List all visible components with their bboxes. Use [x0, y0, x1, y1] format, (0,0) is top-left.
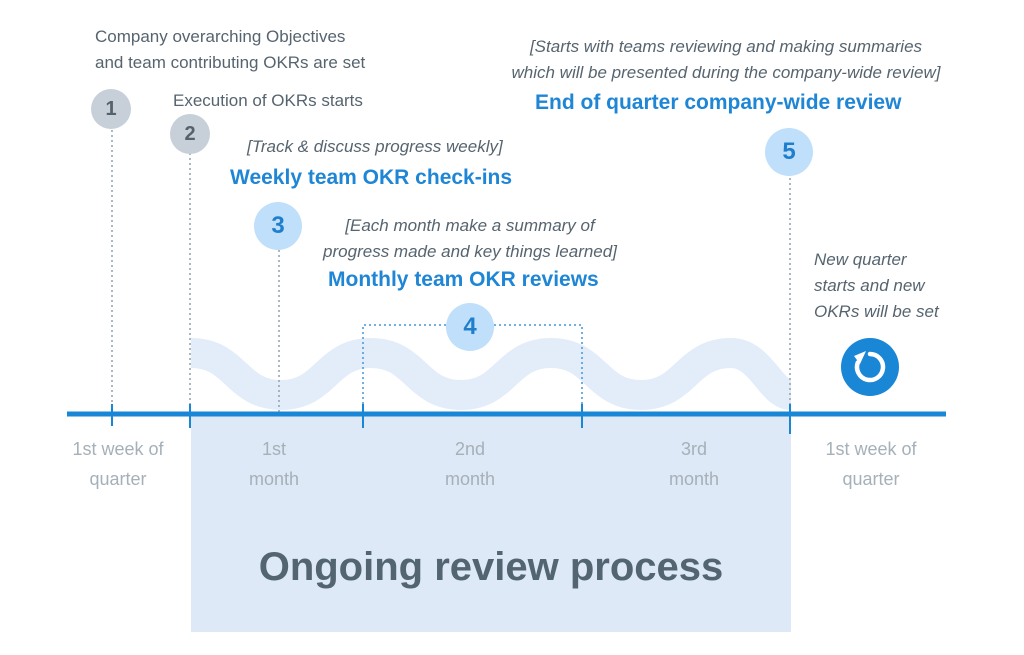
step4-note-line1: [Each month make a summary of: [345, 216, 595, 235]
step4-note-line2: progress made and key things learned]: [323, 242, 617, 261]
new-quarter-line2: starts and new: [814, 276, 925, 295]
axis-label-month3-line2: month: [668, 469, 720, 489]
refresh-icon: [841, 338, 899, 396]
step2-badge: 2: [170, 114, 210, 154]
step2-text: Execution of OKRs starts: [173, 91, 363, 110]
axis-label-month1-line2: month: [248, 469, 300, 489]
axis-label-month2-line1: 2nd: [454, 439, 486, 459]
ongoing-review-band: [191, 414, 791, 632]
step4-badge: 4: [446, 303, 494, 351]
axis-label-first-week-end-line2: quarter: [842, 469, 900, 489]
step3-note: [Track & discuss progress weekly]: [247, 137, 503, 156]
progress-wave: [189, 337, 794, 411]
step1-text-line1: Company overarching Objectives: [95, 27, 346, 46]
axis-label-first-week-start-line2: quarter: [89, 469, 147, 489]
step5-title: End of quarter company-wide review: [535, 91, 902, 114]
new-quarter-line1: New quarter: [814, 250, 907, 269]
step3-badge: 3: [254, 202, 302, 250]
axis-label-first-week-end-line1: 1st week of: [825, 439, 917, 459]
ongoing-review-title: Ongoing review process: [258, 545, 724, 589]
step1-badge: 1: [91, 89, 131, 129]
step4-title: Monthly team OKR reviews: [328, 268, 599, 291]
step3-title: Weekly team OKR check-ins: [230, 166, 513, 189]
axis-label-month1-line1: 1st: [261, 439, 286, 459]
axis-label-month2-line2: month: [444, 469, 496, 489]
new-quarter-line3: OKRs will be set: [814, 302, 939, 321]
step1-text-line2: and team contributing OKRs are set: [95, 53, 366, 72]
step5-note-line1: [Starts with teams reviewing and making …: [529, 37, 923, 56]
step5-note-line2: which will be presented during the compa…: [511, 63, 941, 82]
axis-label-first-week-start-line1: 1st week of: [72, 439, 164, 459]
step5-badge: 5: [765, 128, 813, 176]
axis-label-month3-line1: 3rd: [680, 439, 707, 459]
